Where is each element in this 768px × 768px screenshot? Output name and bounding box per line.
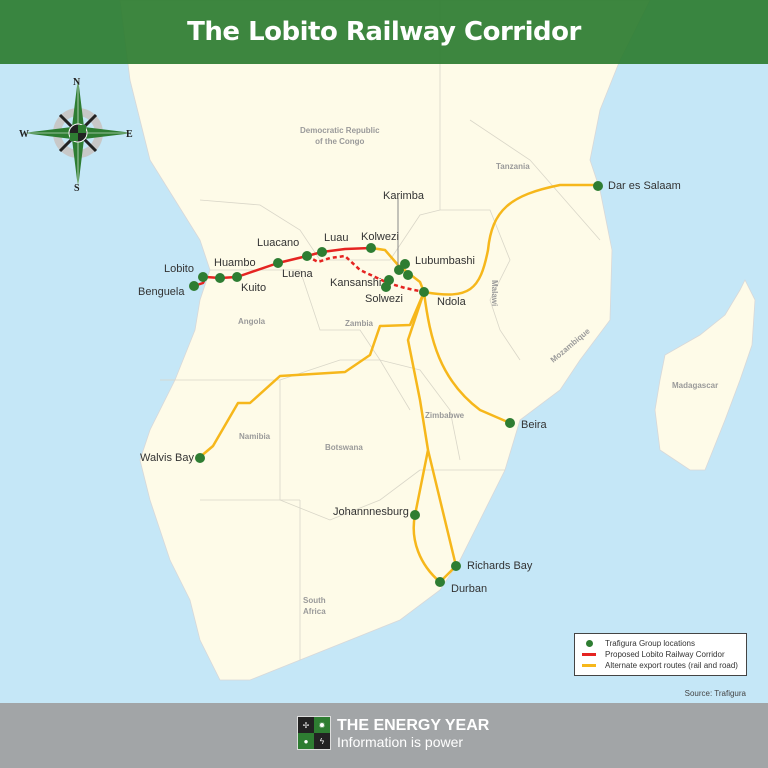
country-label-zambia: Zambia [345, 319, 374, 328]
country-label-botswana: Botswana [325, 443, 363, 452]
legend-item-alternate-routes: Alternate export routes (rail and road) [581, 660, 740, 671]
location-durban: Durban [451, 583, 488, 595]
location-richards-bay: Richards Bay [467, 560, 533, 572]
sun-icon: ✹ [314, 717, 330, 733]
location-lobito: Lobito [164, 263, 194, 275]
compass-south: S [74, 183, 80, 194]
yellow-line-icon [581, 664, 597, 667]
madagascar-landmass [654, 279, 756, 471]
energy-year-logo: ✢ ✹ ● ϟ [297, 716, 331, 750]
footer-bar [0, 703, 768, 768]
brand-tagline: Information is power [337, 733, 464, 750]
location-karimba: Karimba [383, 190, 424, 202]
compass-north: N [73, 77, 81, 88]
location-markers [189, 181, 603, 587]
country-label-angola: Angola [238, 317, 266, 326]
wind-turbine-icon: ✢ [298, 717, 314, 733]
oil-drop-icon: ● [298, 733, 314, 749]
brand-block: ✢ ✹ ● ϟ THE ENERGY YEAR Information is p… [297, 716, 489, 750]
source-note: Source: Trafigura [684, 689, 746, 698]
location-benguela: Benguela [138, 286, 185, 298]
legend-item-locations: Trafigura Group locations [581, 638, 740, 649]
compass-rose [23, 78, 133, 188]
country-label-madagascar: Madagascar [672, 381, 719, 390]
title-banner: The Lobito Railway Corridor [0, 0, 768, 64]
map-legend: Trafigura Group locations Proposed Lobit… [574, 633, 747, 676]
green-dot-icon [581, 640, 597, 647]
legend-item-proposed-railway: Proposed Lobito Railway Corridor [581, 649, 740, 660]
location-dar-es-salaam: Dar es Salaam [608, 180, 681, 192]
location-kolwezi: Kolwezi [361, 231, 399, 243]
location-solwezi: Solwezi [365, 293, 403, 305]
location-huambo: Huambo [214, 257, 256, 269]
location-walvis-bay: Walvis Bay [140, 452, 194, 464]
country-label-namibia: Namibia [239, 432, 271, 441]
africa-landmass [119, 0, 651, 681]
red-line-icon [581, 653, 597, 656]
location-kansanshi: Kansanshi [330, 277, 382, 289]
location-johannesburg: Johannnesburg [333, 506, 409, 518]
location-kuito: Kuito [241, 282, 267, 294]
map-canvas [23, 0, 756, 681]
location-luena: Luena [282, 268, 313, 280]
compass-east: E [126, 129, 133, 140]
location-beira: Beira [521, 419, 547, 431]
location-ndola: Ndola [437, 296, 466, 308]
page-title: The Lobito Railway Corridor [187, 17, 581, 47]
location-lubumbashi: Lubumbashi [415, 255, 475, 267]
brand-name: THE ENERGY YEAR [337, 716, 490, 734]
location-luacano: Luacano [257, 237, 300, 249]
country-label-malawi: Malawi [490, 280, 499, 307]
country-label-tanzania: Tanzania [496, 162, 530, 171]
compass-west: W [19, 129, 29, 140]
lightning-icon: ϟ [314, 733, 330, 749]
country-label-zimbabwe: Zimbabwe [425, 411, 465, 420]
location-luau: Luau [324, 232, 349, 244]
